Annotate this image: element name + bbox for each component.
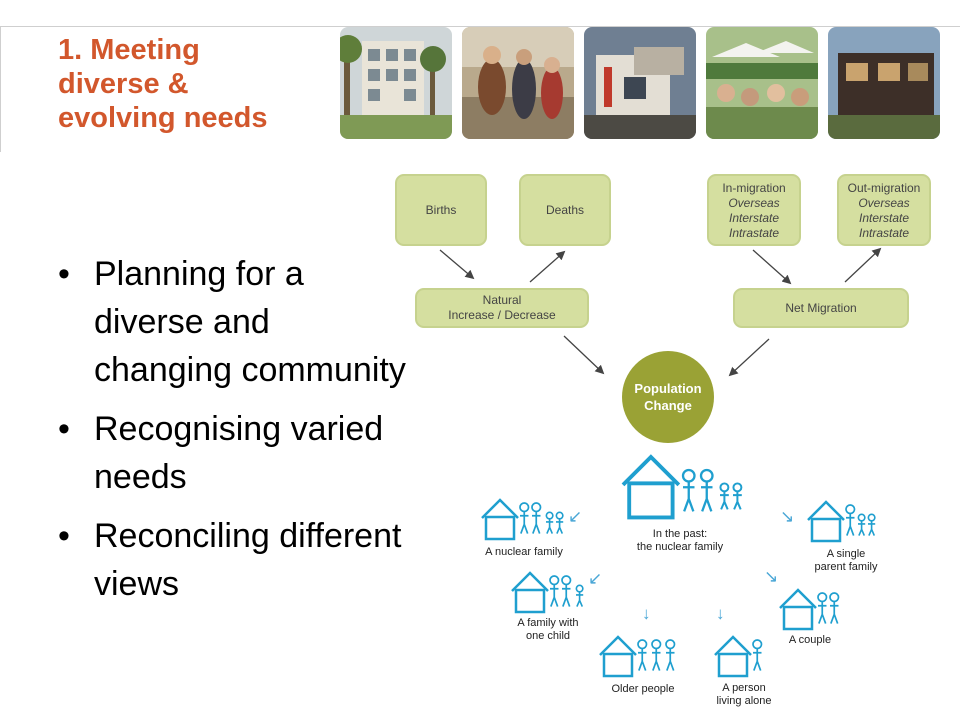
- photo-strip: [340, 27, 960, 141]
- arrow-natural-to-population: [563, 335, 605, 375]
- bullet-item-reconciling: • Reconciling different views: [58, 512, 468, 608]
- bullet-item-planning: • Planning for a diverse and changing co…: [58, 250, 468, 394]
- icon-nuclear-family-past: [621, 455, 743, 520]
- icon-family-one-child: [510, 571, 585, 614]
- natural-label-line-2: Increase / Decrease: [448, 308, 556, 322]
- arrow-left-icon: ↙: [568, 507, 583, 526]
- title-line-1: 1. Meeting: [58, 34, 200, 66]
- header-divider: [0, 26, 960, 27]
- photo-apartment-building: [340, 27, 452, 139]
- out-migration-title: Out-migration: [847, 180, 921, 195]
- arrow-births-to-natural: [439, 249, 475, 280]
- photo-townhouse: [828, 27, 940, 139]
- bullet-dot: •: [58, 410, 70, 448]
- title-line-3: evolving needs: [58, 102, 268, 134]
- icon-nuclear-family: [480, 498, 565, 541]
- label-older-people: Older people: [611, 683, 675, 695]
- arrow-down-icon: ↓: [642, 604, 651, 623]
- icon-single-parent: [806, 500, 877, 543]
- arrow-down-right-icon: ↘: [764, 567, 779, 586]
- arrow-inmigration-to-net: [752, 249, 792, 285]
- bullet-1-line-3: changing community: [94, 351, 406, 389]
- bullet-list: • Planning for a diverse and changing co…: [58, 250, 468, 619]
- births-label: Births: [425, 203, 457, 217]
- label-alone-line-1: A person: [722, 682, 766, 694]
- slide-title: 1. Meeting diverse & evolving needs: [58, 33, 348, 135]
- net-migration-box: Net Migration: [733, 288, 909, 328]
- icon-person-alone: [713, 635, 763, 678]
- bullet-3-line-1: Reconciling different: [94, 517, 402, 555]
- in-migration-intrastate: Intrastate: [728, 225, 780, 240]
- photo-cafe-crowd: [706, 27, 818, 139]
- population-diagram-connectors: [439, 247, 882, 377]
- icon-couple: [778, 588, 840, 631]
- in-migration-overseas: Overseas: [728, 195, 780, 210]
- bullet-dot: •: [58, 255, 70, 293]
- bullet-1-line-2: diverse and: [94, 303, 270, 341]
- label-one-child-line-2: one child: [525, 630, 571, 642]
- label-family-one-child: A family with one child: [508, 617, 588, 643]
- out-migration-overseas: Overseas: [858, 195, 910, 210]
- title-line-2: diverse &: [58, 68, 189, 100]
- label-one-child-line-1: A family with: [517, 617, 579, 629]
- arrow-down-left-icon: ↙: [588, 569, 603, 588]
- household-types-diagram: ↙ ↙ ↓ ↓ ↘ ↘ In the past: the nuclear fam…: [470, 450, 890, 720]
- bullet-item-recognising: • Recognising varied needs: [58, 405, 468, 501]
- label-past-nuclear-family: In the past: the nuclear family: [620, 528, 740, 554]
- header-left-border: [0, 26, 1, 152]
- label-nuclear-family: A nuclear family: [485, 546, 563, 558]
- arrow-natural-to-deaths: [529, 250, 566, 283]
- out-migration-interstate: Interstate: [858, 210, 910, 225]
- in-migration-title: In-migration: [722, 180, 786, 195]
- population-change-line-2: Change: [644, 398, 692, 413]
- label-past-line-1: In the past:: [652, 528, 708, 540]
- bullet-dot: •: [58, 517, 70, 555]
- births-box: Births: [395, 174, 487, 246]
- label-person-alone: A person living alone: [706, 682, 782, 708]
- in-migration-interstate: Interstate: [728, 210, 780, 225]
- bullet-3-line-2: views: [94, 565, 180, 603]
- in-migration-box: In-migration Overseas Interstate Intrast…: [707, 174, 801, 246]
- natural-label-line-1: Natural: [482, 293, 522, 307]
- label-couple: A couple: [788, 634, 832, 646]
- label-past-line-2: the nuclear family: [636, 541, 724, 553]
- photo-modern-house: [584, 27, 696, 139]
- label-alone-line-2: living alone: [716, 695, 772, 707]
- out-migration-box: Out-migration Overseas Interstate Intras…: [837, 174, 931, 246]
- population-change-circle: Population Change: [622, 351, 714, 443]
- icon-older-people: [598, 635, 676, 678]
- net-migration-label: Net Migration: [785, 301, 857, 315]
- label-single-parent-line-1: A single: [826, 548, 866, 560]
- bullet-1-line-1: Planning for a: [94, 255, 304, 293]
- natural-increase-box: Natural Increase / Decrease: [415, 288, 589, 328]
- label-single-parent-line-2: parent family: [814, 561, 878, 573]
- bullet-2-line-1: Recognising varied: [94, 410, 384, 448]
- label-single-parent: A single parent family: [804, 548, 888, 574]
- arrow-right-icon: ↘: [780, 507, 795, 526]
- population-change-diagram: Births Deaths In-migration Overseas Inte…: [340, 152, 960, 462]
- arrow-net-to-population: [728, 338, 770, 377]
- deaths-box: Deaths: [519, 174, 611, 246]
- household-icons: [480, 455, 877, 678]
- arrow-down-icon: ↓: [716, 604, 725, 623]
- photo-street-shoppers: [462, 27, 574, 139]
- out-migration-intrastate: Intrastate: [858, 225, 910, 240]
- bullet-2-line-2: needs: [94, 458, 187, 496]
- arrow-net-to-outmigration: [844, 247, 882, 283]
- population-change-line-1: Population: [634, 381, 702, 396]
- deaths-label: Deaths: [545, 203, 585, 217]
